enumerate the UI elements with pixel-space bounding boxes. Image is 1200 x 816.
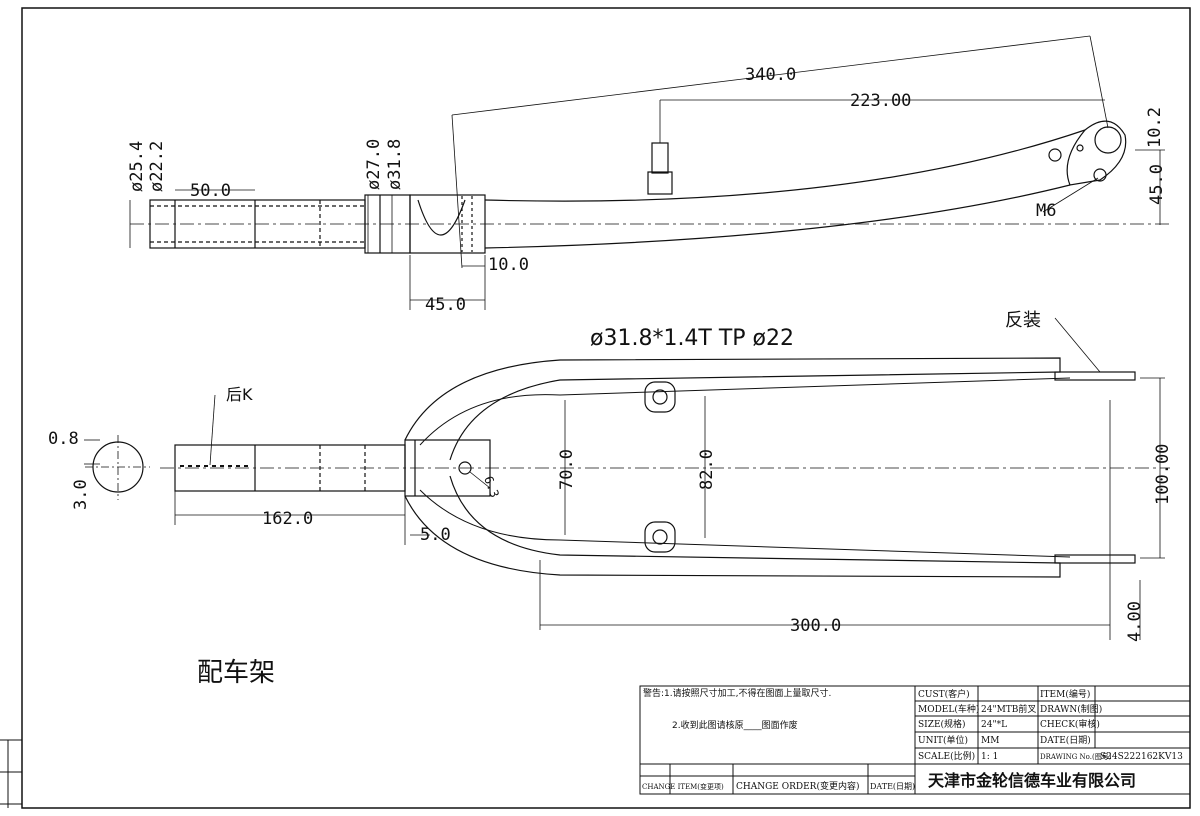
value-size: 24"*L [981,720,1007,730]
dim-len-340: 340.0 [745,65,796,85]
tube-spec: ø31.8*1.4T TP ø22 [590,326,794,351]
brake-boss [651,142,669,174]
fork-leg-lower [404,475,1061,578]
label-drawn: DRAWN(制图) [1040,703,1102,715]
dim-len-5: 5.0 [420,525,451,545]
label-unit: UNIT(单位) [918,734,968,746]
note-line2: 2.收到此图请核原____图面作废 [672,719,798,731]
axle-slot [1094,126,1122,154]
label-model: MODEL(车种) [918,703,979,715]
dim-d-31-8: ø31.8 [385,139,405,190]
dropout [1066,120,1127,186]
label-drawing-no: DRAWING No.(图号) [1040,753,1112,761]
fork-blade-top [484,129,1086,202]
label-hou-k: 后K [226,385,253,404]
dim-len-4: 4.00 [1125,601,1145,642]
dim-len-82: 82.0 [697,449,717,490]
dropout-lower [1054,554,1136,564]
m6-hole [1093,168,1107,182]
value-scale: 1: 1 [981,752,998,762]
brake-boss-upper [644,381,676,413]
brake-boss-lower [644,521,676,553]
dim-len-70: 70.0 [557,449,577,490]
company-name: 天津市金轮信德车业有限公司 [928,771,1136,790]
dropout-upper [1054,371,1136,381]
dim-d-27: ø27.0 [364,139,384,190]
fork-blade-bottom [484,184,1071,249]
bottom-view [84,317,1170,640]
label-scale: SCALE(比例) [918,750,975,762]
dim-len-10: 10.0 [488,255,529,275]
label-reverse: 反装 [1005,310,1041,331]
fork-leg-upper [404,357,1061,461]
label-check: CHECK(审核) [1040,718,1100,730]
label-change-date: DATE(日期) [870,782,915,791]
dim-len-10-2: 10.2 [1145,107,1165,148]
part-title: 配车架 [197,658,275,688]
dim-d-6-3: 6.3 [481,474,502,499]
note-line1: 警告:1.请按照尺寸加工,不得在图面上量取尺寸. [643,687,831,699]
dim-d-outer: ø25.4 [127,141,147,192]
value-model: 24"MTB前叉 [981,703,1036,715]
title-block-text: 警告:1.请按照尺寸加工,不得在图面上量取尺寸. 2.收到此图请核原____图面… [642,687,1183,792]
dim-len-50: 50.0 [190,181,231,201]
dim-len-45-right: 45.0 [1147,164,1167,205]
bottom-view-dimensions: ø31.8*1.4T TP ø22 反装 后K 0.8 3.0 162.0 5.… [48,310,1173,642]
label-cust: CUST(客户) [918,688,970,700]
title-block [639,685,1191,795]
label-date: DATE(日期) [1040,735,1091,746]
drawing-border [21,7,1191,809]
dim-3-0: 3.0 [71,479,91,510]
dim-len-100: 100.00 [1153,444,1173,505]
dim-len-300: 300.0 [790,616,841,636]
label-change-no: CHANGE ITEM(变更项) [642,782,724,791]
dim-len-162: 162.0 [262,509,313,529]
dim-0-8: 0.8 [48,429,79,449]
dim-d-inner: ø22.2 [147,141,167,192]
dim-m6: M6 [1036,201,1056,221]
value-unit: MM [981,736,999,746]
dim-len-45: 45.0 [425,295,466,315]
top-view [129,35,1170,310]
dim-len-223: 223.00 [850,91,911,111]
top-view-dimensions: ø25.4 ø22.2 50.0 ø27.0 ø31.8 340.0 223.0… [127,65,1167,315]
label-size: SIZE(规格) [918,718,966,730]
label-item: ITEM(编号) [1040,688,1090,700]
label-change-order: CHANGE ORDER(变更内容) [736,780,859,792]
value-drawing-no: S24S222162KV13 [1100,752,1183,762]
